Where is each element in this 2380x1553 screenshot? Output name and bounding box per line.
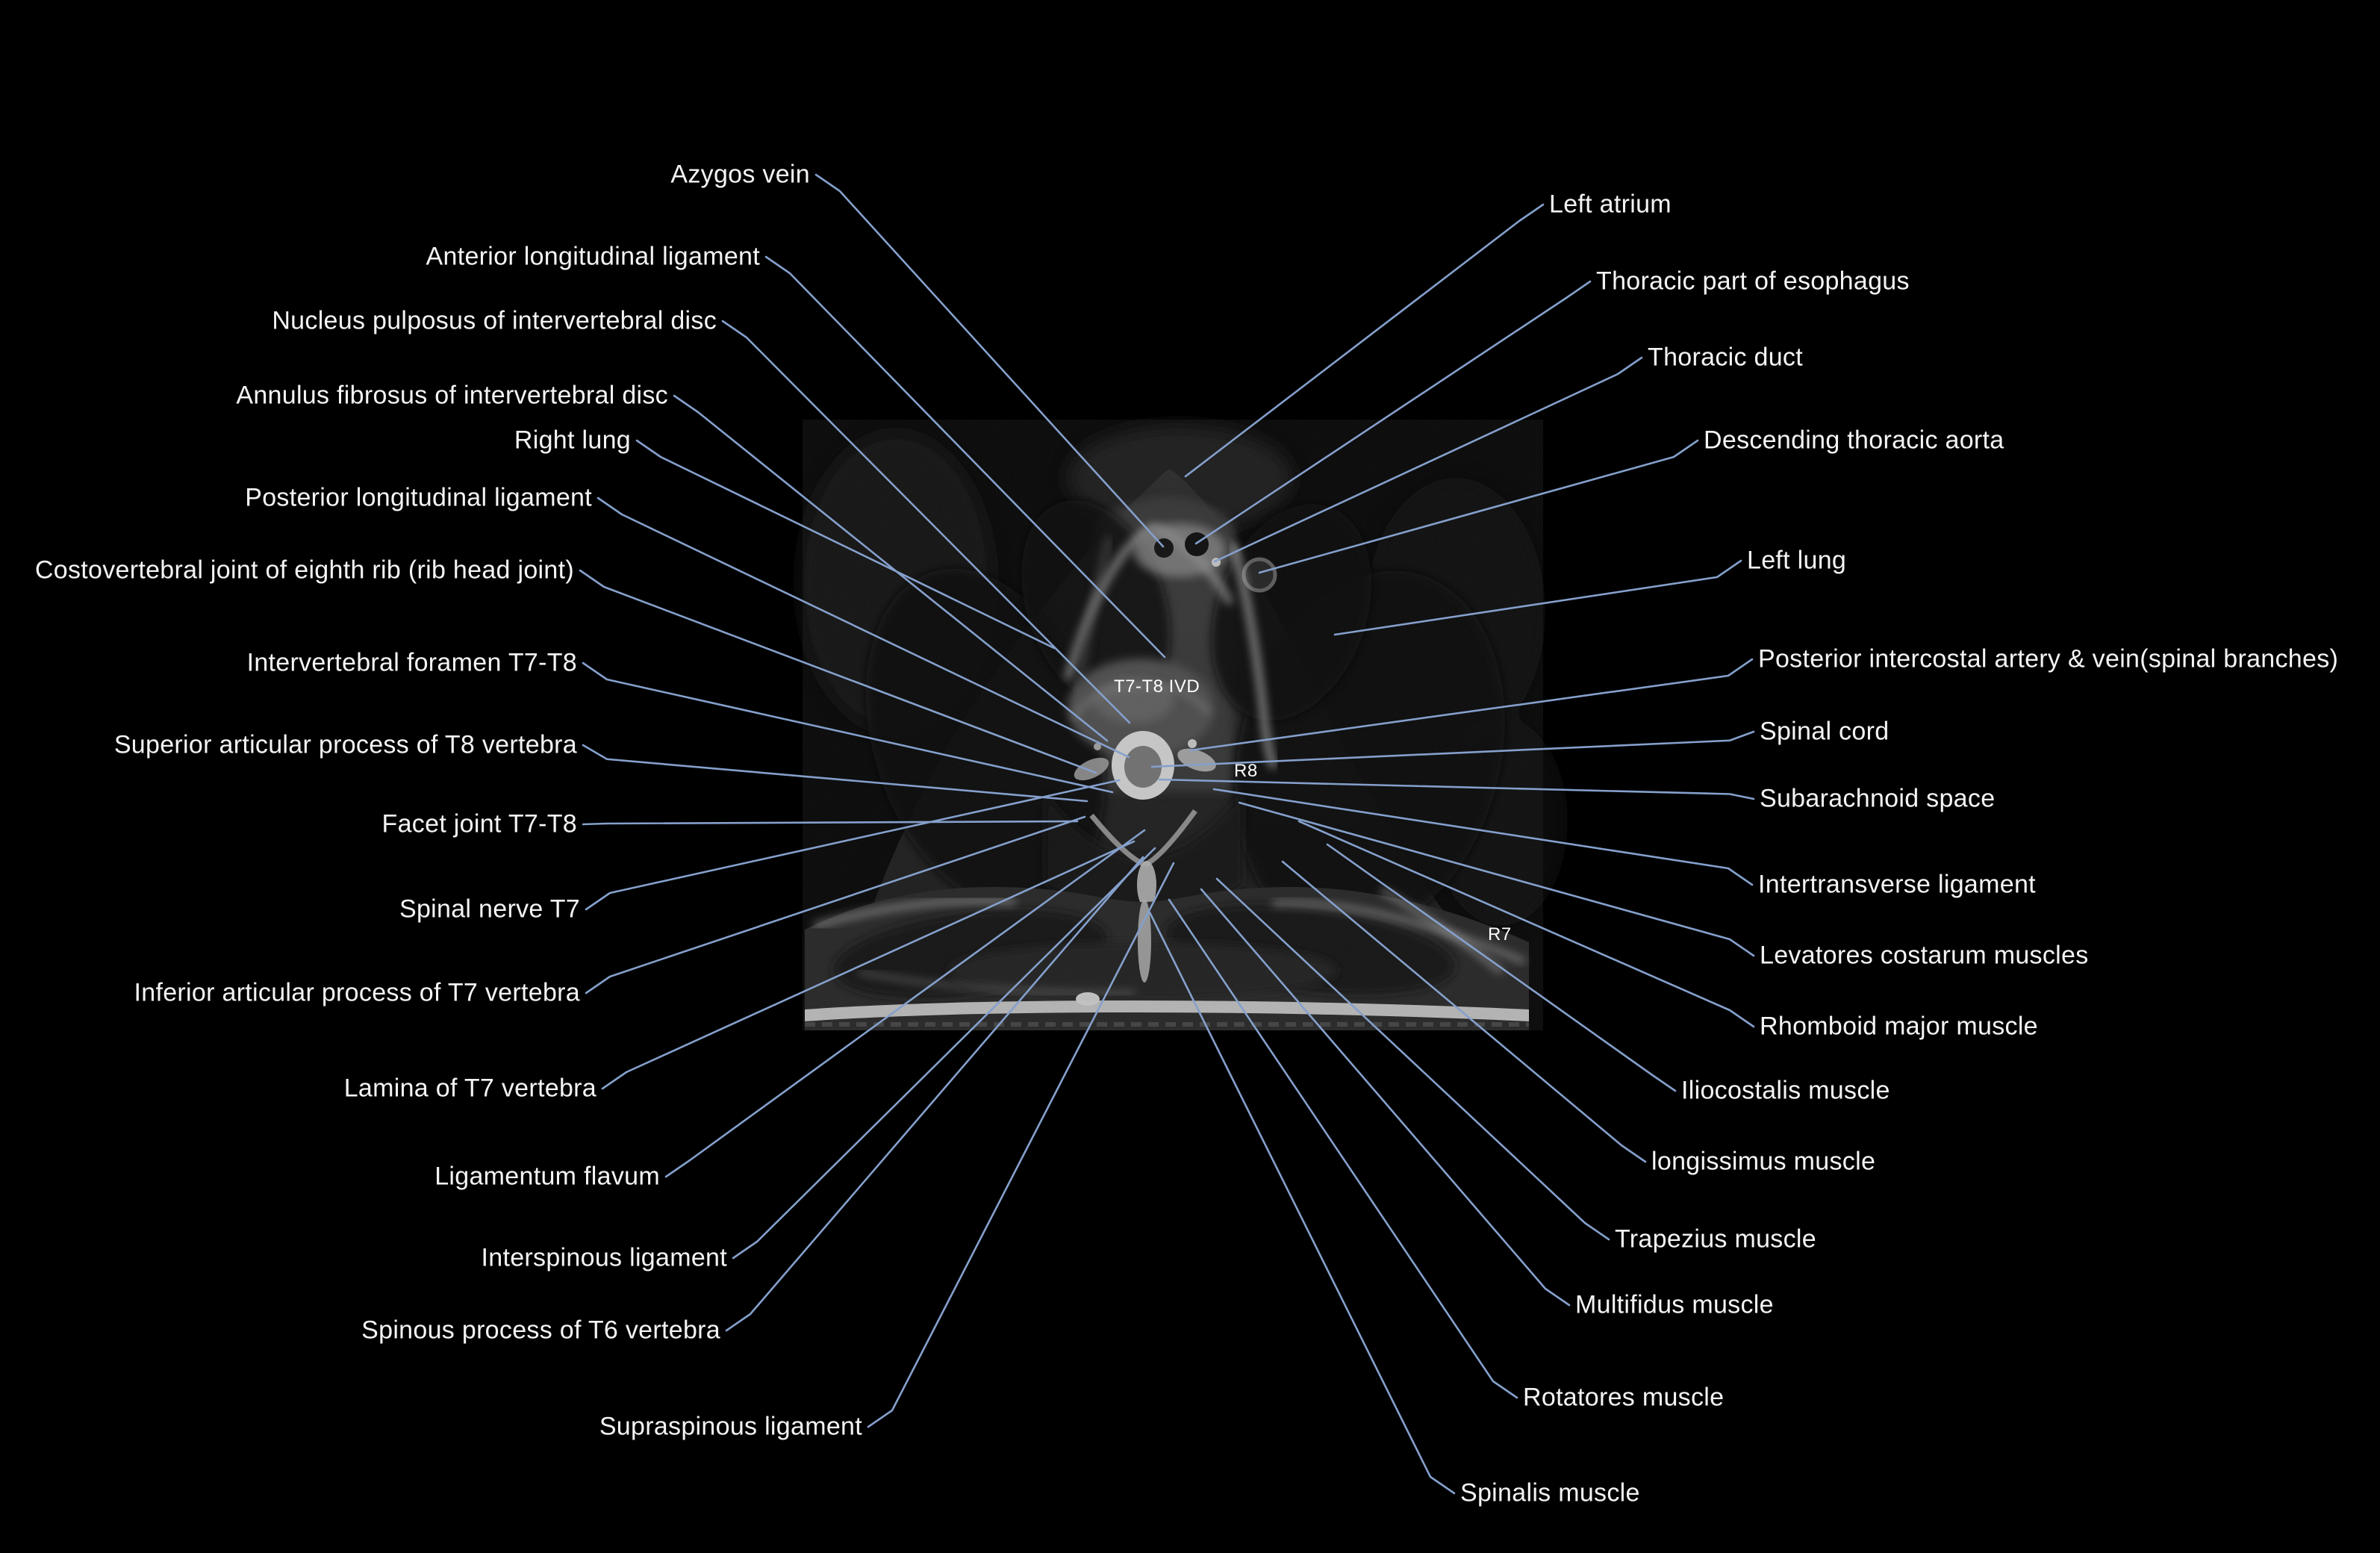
mri-image bbox=[799, 420, 1568, 1030]
leader-line-thoracic-duct bbox=[1213, 356, 1643, 563]
leader-line-posterior-longitudinal-ligament bbox=[596, 497, 1130, 759]
leader-line-subarachnoid-space bbox=[1158, 778, 1755, 800]
leader-line-thoracic-esophagus bbox=[1194, 280, 1592, 545]
leader-line-iliocostalis bbox=[1326, 843, 1677, 1092]
leader-line-trapezius bbox=[1215, 877, 1610, 1241]
leader-line-intervertebral-foramen bbox=[582, 662, 1114, 794]
leader-line-nucleus-pulposus bbox=[721, 320, 1131, 724]
leader-line-descending-thoracic-aorta bbox=[1258, 439, 1699, 574]
leader-line-right-lung bbox=[635, 439, 1056, 650]
mri-noise bbox=[803, 420, 1543, 1030]
leader-line-rotatores bbox=[1168, 898, 1518, 1399]
leader-line-left-atrium bbox=[1184, 203, 1545, 478]
leader-line-supraspinous-ligament bbox=[867, 862, 1175, 1428]
leader-line-spinous-process-t6 bbox=[725, 856, 1144, 1332]
leader-line-annulus-fibrosus bbox=[673, 394, 1109, 742]
leader-line-levatores-costarum bbox=[1238, 801, 1755, 957]
leader-line-inferior-articular-process-t7 bbox=[585, 815, 1086, 995]
leader-line-rhomboid-major bbox=[1298, 820, 1755, 1028]
leader-line-superior-articular-process-t8 bbox=[582, 744, 1088, 803]
leader-line-azygos-vein bbox=[814, 173, 1165, 548]
leader-line-ligamentum-flavum bbox=[664, 829, 1146, 1178]
leader-line-costovertebral-joint bbox=[579, 569, 1097, 774]
leader-line-lamina-t7 bbox=[601, 840, 1136, 1090]
leader-line-left-lung bbox=[1333, 559, 1742, 636]
leader-line-spinal-nerve-t7 bbox=[585, 779, 1121, 911]
leader-line-interspinous-ligament bbox=[732, 847, 1156, 1260]
leader-line-multifidus bbox=[1200, 888, 1571, 1307]
leader-lines-layer bbox=[579, 173, 1755, 1495]
leader-line-spinal-cord bbox=[1150, 730, 1755, 768]
leader-line-posterior-intercostal-vessels bbox=[1189, 658, 1754, 752]
leader-line-spinalis bbox=[1148, 911, 1456, 1495]
leader-line-longissimus bbox=[1281, 860, 1647, 1163]
leader-line-intertransverse-ligament bbox=[1212, 788, 1754, 886]
leader-line-facet-joint bbox=[582, 820, 1079, 826]
leader-line-anterior-longitudinal-ligament bbox=[764, 255, 1166, 659]
